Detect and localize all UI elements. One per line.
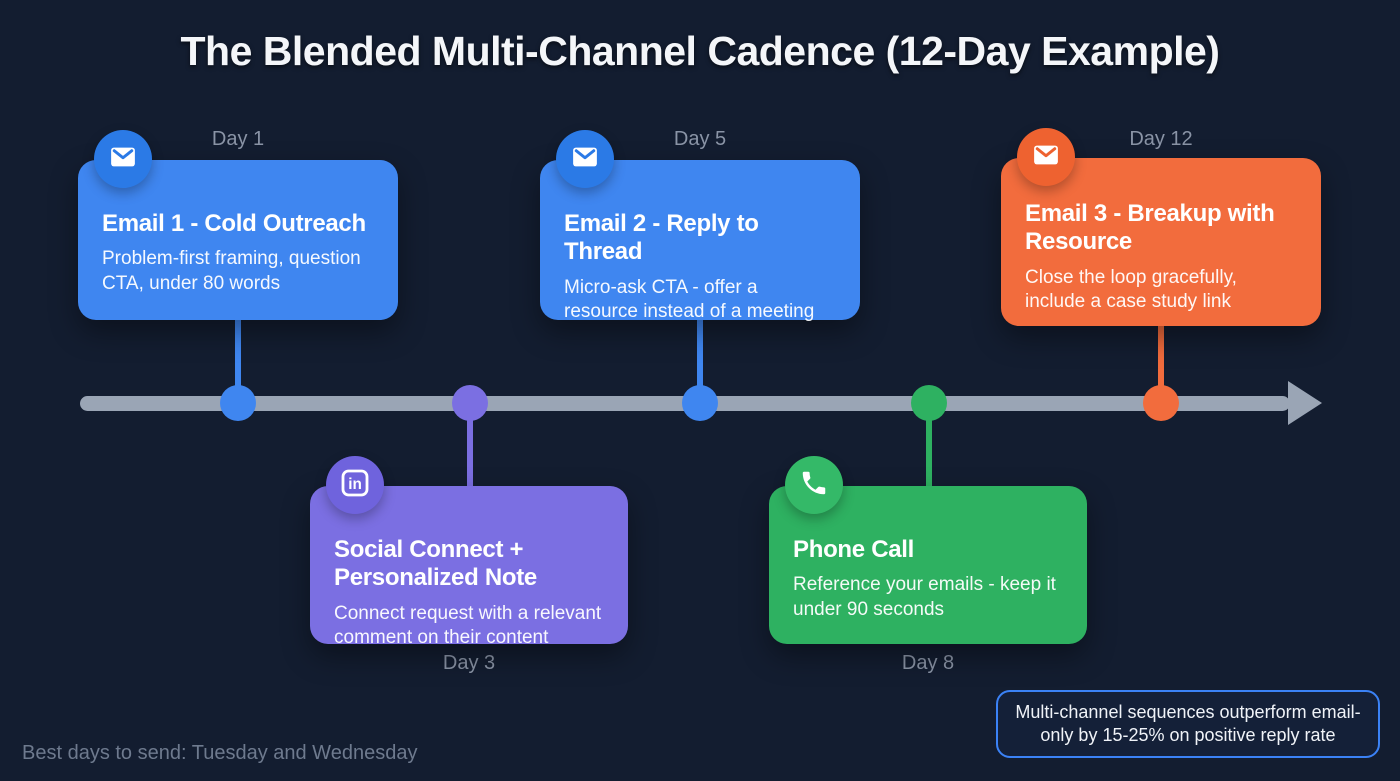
card-title: Email 1 - Cold Outreach [102, 210, 366, 237]
day-label: Day 8 [901, 652, 955, 674]
day-label: Day 1 [211, 128, 265, 150]
icon-circle [1017, 128, 1075, 186]
linkedin-icon: in [339, 467, 371, 504]
icon-circle [556, 130, 614, 188]
envelope-icon [108, 142, 138, 177]
card-title: Email 3 - Breakup with Resource [1025, 200, 1275, 256]
connector-line [467, 403, 473, 487]
connector-line [697, 318, 703, 404]
envelope-icon [570, 142, 600, 177]
card-title: Email 2 - Reply to Thread [564, 210, 759, 266]
svg-text:in: in [348, 476, 362, 493]
timeline-bar [80, 396, 1290, 411]
phone-icon [799, 468, 829, 503]
step-card: Phone Call Reference your emails - keep … [769, 456, 1087, 644]
timeline-arrow-icon [1288, 381, 1322, 425]
card-description: Micro-ask CTA - offer a resource instead… [564, 276, 815, 323]
callout-box: Multi-channel sequences outperform email… [996, 690, 1380, 758]
day-label: Day 12 [1129, 128, 1193, 150]
connector-line [1158, 324, 1164, 404]
day-label: Day 3 [442, 652, 496, 674]
step-card: Email 1 - Cold Outreach Problem-first fr… [78, 130, 398, 320]
footer-note: Best days to send: Tuesday and Wednesday [22, 742, 418, 764]
card-title: Phone Call [793, 536, 915, 563]
day-label: Day 5 [673, 128, 727, 150]
icon-circle [785, 456, 843, 514]
card-description: Reference your emails - keep it under 90… [793, 574, 1056, 620]
icon-circle: in [326, 456, 384, 514]
envelope-icon [1031, 140, 1061, 175]
card-title: Social Connect + Personalized Note [334, 536, 537, 592]
step-card: Email 3 - Breakup with Resource Close th… [1001, 128, 1321, 326]
step-card: Email 2 - Reply to Thread Micro-ask CTA … [540, 130, 860, 322]
page-title: The Blended Multi-Channel Cadence (12-Da… [180, 28, 1220, 74]
connector-line [235, 318, 241, 404]
connector-line [926, 403, 932, 487]
card-description: Connect request with a relevant comment … [334, 602, 602, 649]
callout-text: Multi-channel sequences outperform email… [1015, 701, 1361, 745]
icon-circle [94, 130, 152, 188]
step-card: in Social Connect + Personalized Note Co… [310, 456, 628, 648]
card-description: Problem-first framing, question CTA, und… [102, 248, 361, 294]
card-description: Close the loop gracefully, include a cas… [1025, 266, 1237, 313]
